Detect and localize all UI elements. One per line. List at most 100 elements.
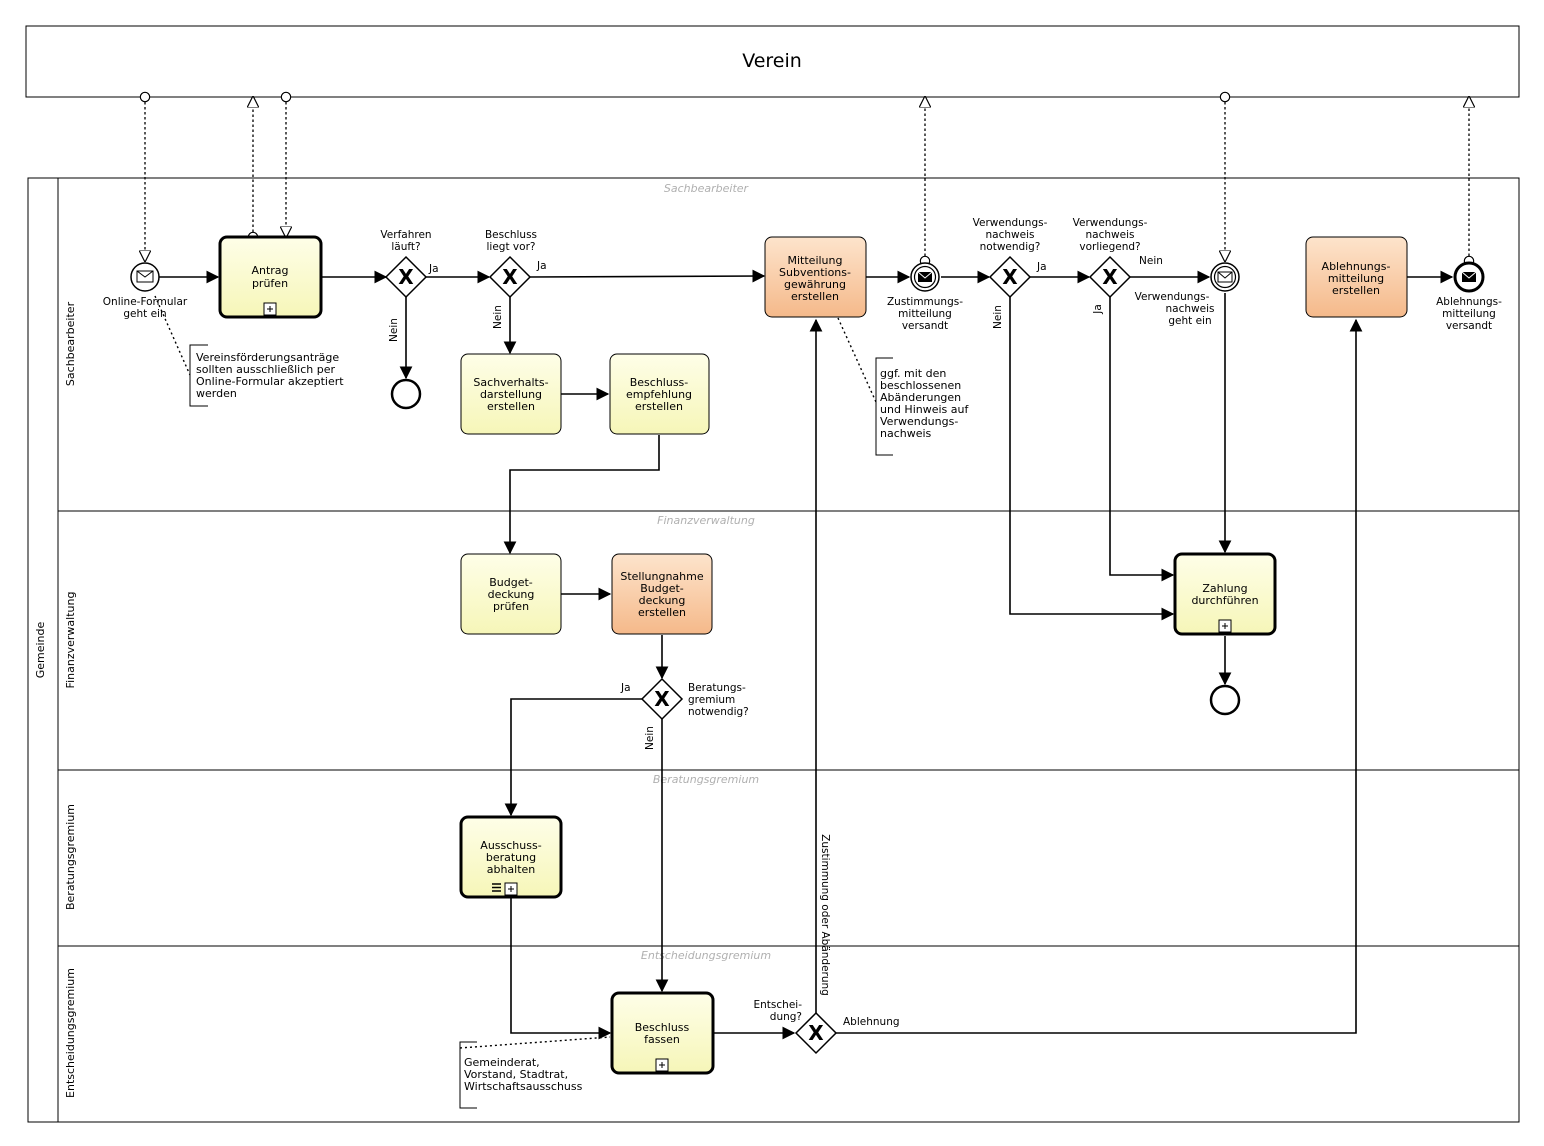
task-mitteilung-line-3: gewährung xyxy=(784,278,846,291)
flow-notwendig-nein xyxy=(1009,297,1175,621)
lane-finanzverwaltung-label: Finanzverwaltung xyxy=(64,592,77,689)
task-ablehnungsmitteilung[interactable]: Ablehnungs- mitteilung erstellen xyxy=(1305,236,1408,318)
task-stellungnahme-line-1: Stellungnahme xyxy=(620,570,704,583)
annotation-formular-line-1: Vereinsförderungsanträge xyxy=(196,351,339,364)
flow-beschluss-ja xyxy=(529,269,766,283)
subprocess-plus-icon[interactable] xyxy=(655,1058,669,1072)
gateway-entscheidung[interactable]: X Entschei- dung? xyxy=(754,999,838,1055)
task-stellungnahme-line-3: deckung xyxy=(639,594,686,607)
annotation-gremium-line-3: Wirtschaftsausschuss xyxy=(464,1080,583,1093)
task-ausschuss-line-2: beratung xyxy=(486,851,536,864)
gateway-entscheidung-label-2: dung? xyxy=(770,1011,802,1023)
subprocess-plus-icon[interactable] xyxy=(1218,619,1232,633)
x-icon: X xyxy=(398,265,414,289)
lane-sachbearbeiter-watermark: Sachbearbeiter xyxy=(664,182,750,195)
annotation-mitteilung-line-4: und Hinweis auf xyxy=(880,403,969,416)
task-zahlung-durchfuehren[interactable]: Zahlung durchführen xyxy=(1173,552,1277,636)
gateway-beratung-label-2: gremium xyxy=(688,694,735,706)
ablehnung-end-label-2: mitteilung xyxy=(1442,308,1496,320)
task-sachverhalt[interactable]: Sachverhalts- darstellung erstellen xyxy=(460,353,562,435)
multi-instance-icon xyxy=(492,883,501,892)
label-vorliegend-ja: Ja xyxy=(1092,304,1104,315)
task-ausschussberatung[interactable]: Ausschuss- beratung abhalten xyxy=(459,815,563,899)
task-antrag-pruefen[interactable]: Antrag prüfen xyxy=(218,235,323,319)
task-beschlussempfehlung[interactable]: Beschluss- empfehlung erstellen xyxy=(609,353,710,435)
task-stellungnahme-line-4: erstellen xyxy=(638,606,686,619)
start-event-online-formular[interactable]: Online-Formular geht ein xyxy=(103,262,188,320)
annotation-gremium-line-1: Gemeinderat, xyxy=(464,1056,540,1069)
lane-entscheidungsgremium-watermark: Entscheidungsgremium xyxy=(641,949,771,962)
annotation-formular-line-4: werden xyxy=(196,387,237,400)
label-verfahren-ja: Ja xyxy=(428,263,439,275)
flow-vorliegend-ja xyxy=(1109,297,1175,582)
end-event-zahlung[interactable] xyxy=(1209,684,1241,716)
gateway-beratung[interactable]: X Beratungs- gremium notwendig? xyxy=(640,677,749,721)
task-sachverhalt-line-1: Sachverhalts- xyxy=(473,376,548,389)
label-beschluss-nein: Nein xyxy=(492,305,504,329)
task-budget-line-1: Budget- xyxy=(489,576,533,589)
ablehnung-end-label-3: versandt xyxy=(1446,320,1492,332)
gateway-vorliegend-label-2: nachweis xyxy=(1086,229,1135,241)
task-beschluss-fassen[interactable]: Beschluss fassen xyxy=(610,991,715,1075)
gateway-notwendig-label-3: notwendig? xyxy=(980,241,1041,253)
annotation-gremium-line-2: Vorstand, Stadtrat, xyxy=(464,1068,568,1081)
task-empfehlung-line-3: erstellen xyxy=(635,400,683,413)
task-ablehnung-line-3: erstellen xyxy=(1332,284,1380,297)
task-zahlung-line-2: durchführen xyxy=(1191,594,1258,607)
task-budget-line-3: prüfen xyxy=(493,600,529,613)
flow-beratung-ja xyxy=(504,698,642,817)
subprocess-plus-icon[interactable] xyxy=(263,302,277,316)
envelope-filled-icon xyxy=(1462,272,1476,282)
pool-gemeinde-title: Gemeinde xyxy=(34,621,47,678)
task-ablehnung-line-2: mitteilung xyxy=(1328,272,1384,285)
lane-beratungsgremium: Beratungsgremium Beratungsgremium xyxy=(58,773,1519,947)
subprocess-plus-icon[interactable] xyxy=(504,882,518,896)
lane-entscheidungsgremium-label: Entscheidungsgremium xyxy=(64,968,77,1098)
gateway-beschluss[interactable]: X Beschluss liegt vor? xyxy=(485,229,537,299)
start-event-label-1: Online-Formular xyxy=(103,296,188,308)
gateway-vorliegend[interactable]: X Verwendungs- nachweis vorliegend? xyxy=(1073,217,1148,299)
annotation-mitteilung-line-1: ggf. mit den xyxy=(880,367,946,380)
annotation-formular-line-3: Online-Formular akzeptiert xyxy=(196,375,344,388)
gateway-verfahren[interactable]: X Verfahren läuft? xyxy=(380,229,432,299)
association-mitteilung xyxy=(837,317,877,403)
nachweis-label-2: nachweis xyxy=(1166,303,1215,315)
label-beratung-nein: Nein xyxy=(644,726,656,750)
gateway-beschluss-label-2: liegt vor? xyxy=(487,241,536,253)
task-sachverhalt-line-3: erstellen xyxy=(487,400,535,413)
annotation-mitteilung: ggf. mit den beschlossenen Abänderungen … xyxy=(837,317,969,456)
ablehnung-end-label-1: Ablehnungs- xyxy=(1436,296,1502,308)
task-mitteilung-subvention[interactable]: Mitteilung Subventions- gewährung erstel… xyxy=(764,236,867,318)
flow-entscheidung-ablehnung xyxy=(836,318,1363,1034)
zustimmung-label-3: versandt xyxy=(902,320,948,332)
label-ablehnung: Ablehnung xyxy=(843,1016,900,1028)
end-event-verfahren[interactable] xyxy=(390,378,422,410)
task-stellungnahme[interactable]: Stellungnahme Budget- deckung erstellen xyxy=(611,553,713,635)
message-flows xyxy=(145,97,1469,261)
lane-finanzverwaltung: Finanzverwaltung Finanzverwaltung xyxy=(58,514,1519,771)
label-verfahren-nein: Nein xyxy=(388,318,400,342)
annotation-gremium: Gemeinderat, Vorstand, Stadtrat, Wirtsch… xyxy=(459,1036,611,1109)
intermediate-event-nachweis[interactable]: Verwendungs- nachweis geht ein xyxy=(1135,262,1240,327)
end-event-ablehnung[interactable]: Ablehnungs- mitteilung versandt xyxy=(1436,261,1502,332)
intermediate-event-zustimmung[interactable]: Zustimmungs- mitteilung versandt xyxy=(887,262,963,332)
task-budgetdeckung-pruefen[interactable]: Budget- deckung prüfen xyxy=(460,553,562,635)
envelope-filled-icon xyxy=(918,272,932,282)
nachweis-label-1: Verwendungs- xyxy=(1135,291,1210,303)
task-beschluss-line-2: fassen xyxy=(644,1033,680,1046)
annotation-mitteilung-line-2: beschlossenen xyxy=(880,379,961,392)
lane-entscheidungsgremium: Entscheidungsgremium Entscheidungsgremiu… xyxy=(64,949,771,1098)
annotation-mitteilung-line-3: Abänderungen xyxy=(880,391,961,404)
annotation-mitteilung-line-5: Verwendungs- xyxy=(880,415,958,428)
gateway-notwendig[interactable]: X Verwendungs- nachweis notwendig? xyxy=(973,217,1048,299)
task-antrag-line-2: prüfen xyxy=(252,277,288,290)
task-ausschuss-line-3: abhalten xyxy=(487,863,536,876)
gateway-notwendig-label-2: nachweis xyxy=(986,229,1035,241)
pool-verein: Verein xyxy=(25,25,1520,98)
task-ausschuss-line-1: Ausschuss- xyxy=(480,839,541,852)
label-beratung-ja: Ja xyxy=(620,682,631,694)
task-beschluss-line-1: Beschluss xyxy=(635,1021,690,1034)
annotation-formular: Vereinsförderungsanträge sollten ausschl… xyxy=(154,295,344,407)
x-icon: X xyxy=(1002,265,1018,289)
lane-sachbearbeiter-label: Sachbearbeiter xyxy=(64,301,77,386)
